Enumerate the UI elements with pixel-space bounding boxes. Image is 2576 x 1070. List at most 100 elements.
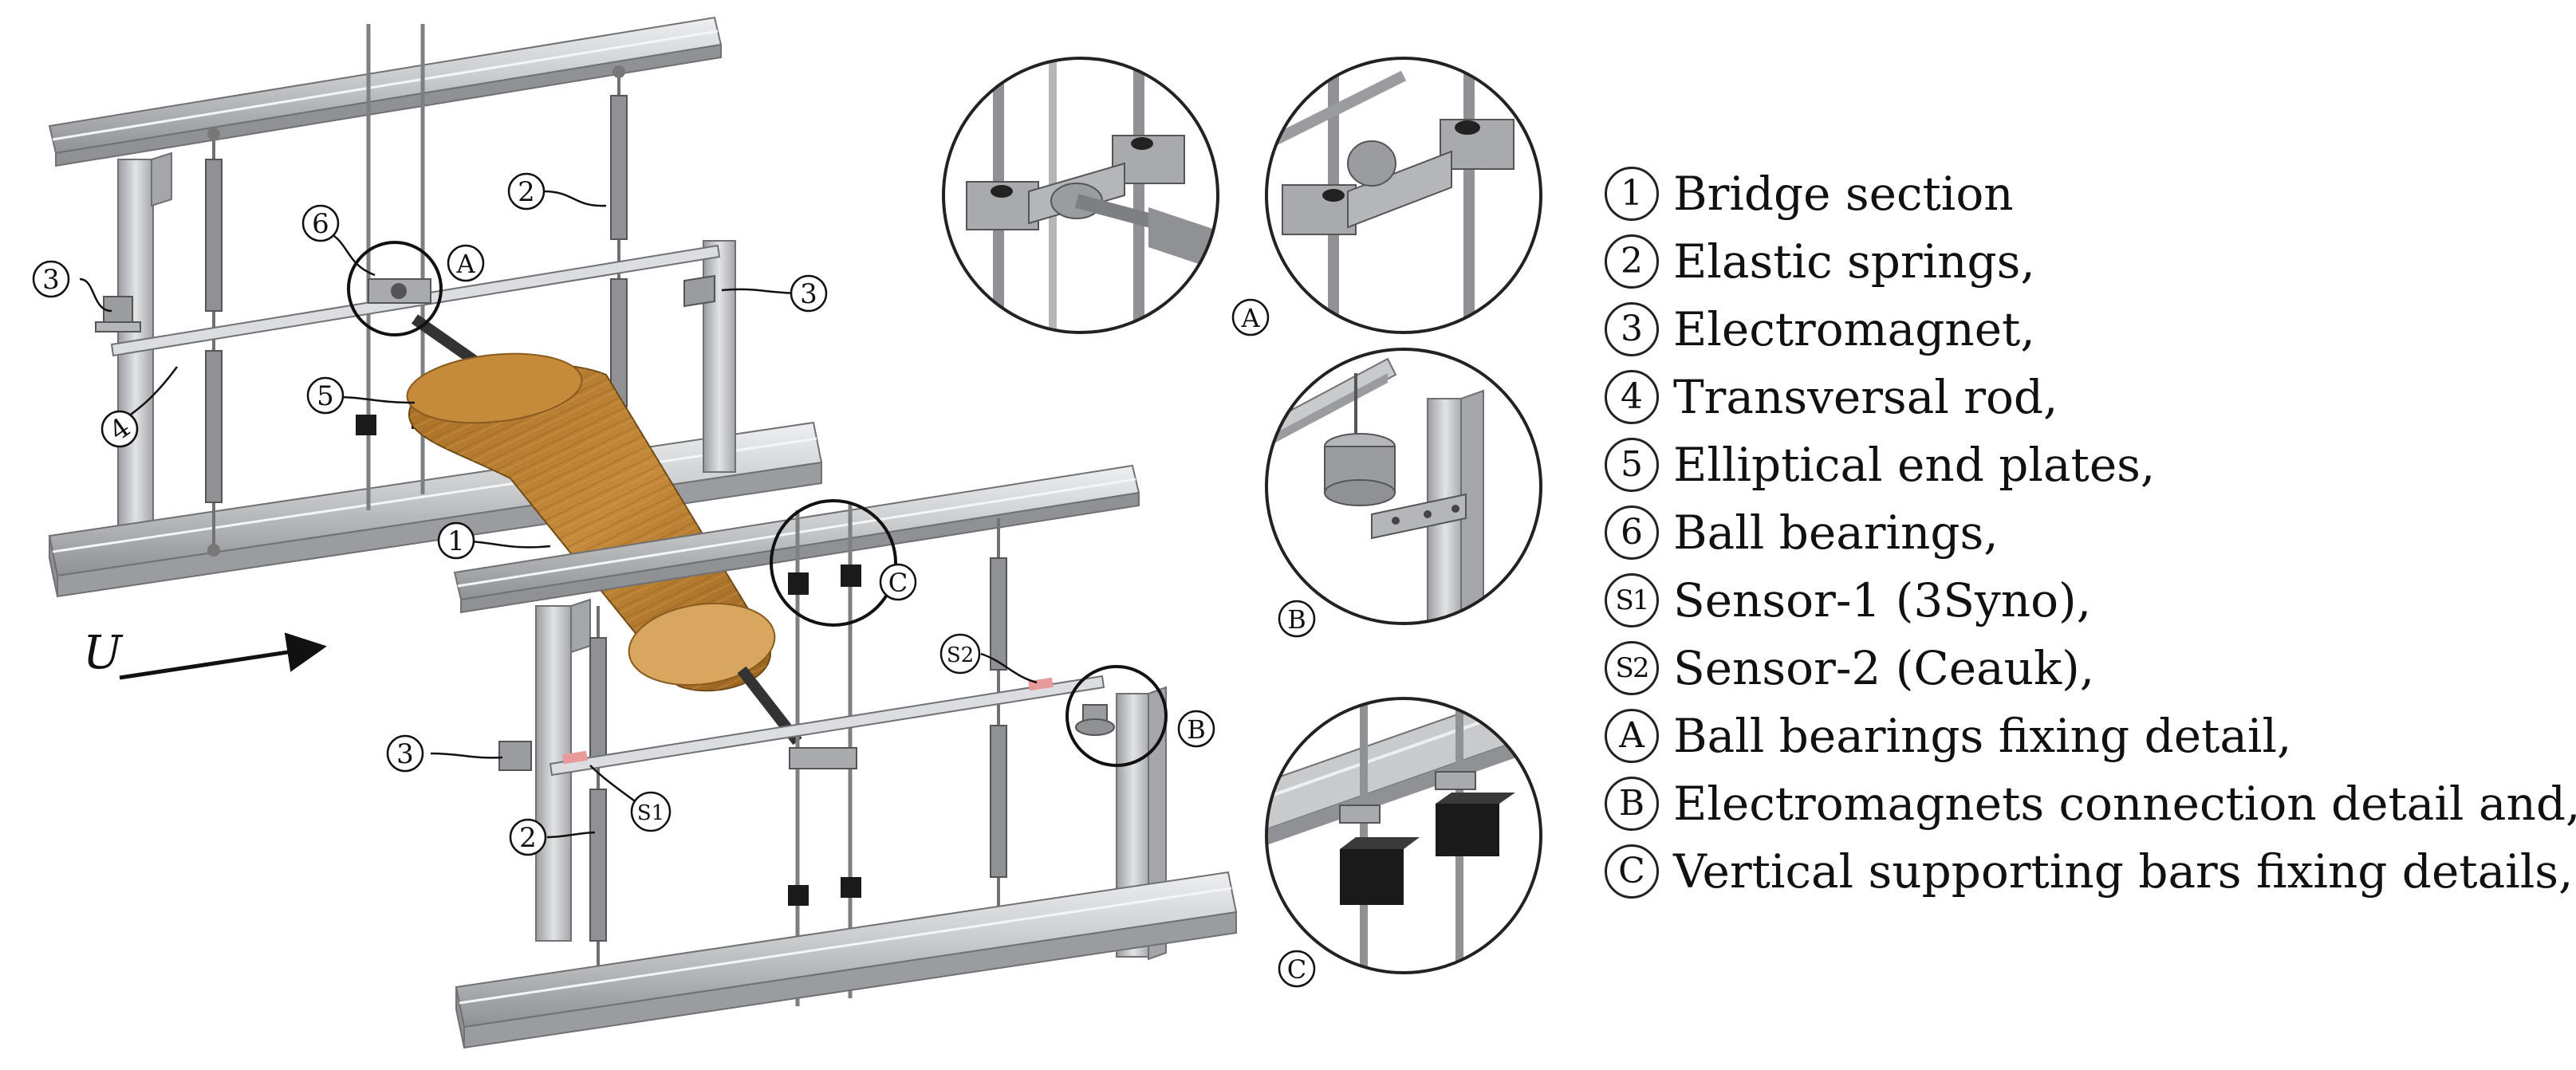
legend-item: 3 Electromagnet,	[1605, 295, 2562, 363]
detail-b-view	[1265, 348, 1542, 625]
callout-b: B	[1177, 710, 1215, 748]
callout-2-front-label: 2	[519, 822, 537, 854]
callout-3-rear-left: 3	[32, 260, 70, 298]
callout-c: C	[879, 563, 917, 601]
sensor-2-marker	[1028, 677, 1054, 691]
front-electromagnet-left	[498, 741, 532, 771]
front-counterweights-bottom	[788, 877, 861, 906]
callout-s2: S2	[939, 633, 981, 675]
callout-3-front: 3	[386, 734, 424, 773]
callout-6-label: 6	[312, 208, 329, 240]
legend-item: 4 Transversal rod,	[1605, 363, 2562, 431]
detail-a-highlight	[347, 241, 443, 336]
legend-item: 2 Elastic springs,	[1605, 227, 2562, 295]
callout-s1-label: S1	[637, 801, 664, 825]
detail-a-view-2	[1265, 57, 1542, 334]
rear-left-post	[117, 151, 172, 559]
ball-bearing-block-front	[789, 747, 857, 769]
flow-label: U	[83, 625, 124, 679]
legend-item: A Ball bearings fixing detail,	[1605, 702, 2562, 769]
detail-c-view	[1265, 697, 1542, 974]
detail-b-highlight	[1065, 665, 1168, 767]
detail-b-label-text: B	[1287, 604, 1306, 635]
legend-text: Elastic springs,	[1673, 234, 2035, 289]
legend-text: Ball bearings fixing detail,	[1673, 708, 2292, 763]
callout-a-label: A	[455, 249, 475, 279]
front-spring-left	[589, 606, 607, 1005]
legend-text: Electromagnets connection detail and,	[1673, 776, 2576, 831]
detail-c-label: C	[1278, 950, 1316, 988]
callout-3-front-label: 3	[396, 738, 414, 770]
legend-text: Ball bearings,	[1673, 505, 1999, 560]
legend-marker: 1	[1605, 166, 1659, 221]
legend-text: Bridge section	[1673, 166, 2014, 221]
legend-marker: 6	[1605, 505, 1659, 560]
front-transversal-rod	[549, 675, 1105, 777]
callout-3-rear-right: 3	[790, 274, 828, 313]
legend-marker: A	[1605, 708, 1659, 763]
legend-item: 1 Bridge section	[1605, 159, 2562, 227]
legend-text: Elliptical end plates,	[1673, 437, 2156, 492]
detail-b-label: B	[1278, 600, 1316, 638]
callout-3-rear-right-label: 3	[800, 278, 817, 310]
flow-direction: U	[83, 625, 327, 680]
detail-a-label-text: A	[1240, 303, 1260, 333]
detail-c-highlight	[770, 499, 897, 627]
sensor-1-marker	[562, 750, 588, 765]
legend-item: C Vertical supporting bars fixing detail…	[1605, 837, 2573, 905]
detail-c-label-text: C	[1287, 954, 1306, 985]
rear-spring-right	[610, 65, 628, 431]
elliptical-end-plate-rear	[406, 352, 583, 424]
callout-6: 6	[301, 204, 340, 242]
legend-text: Sensor-1 (3Syno),	[1673, 572, 2092, 627]
callout-1-label: 1	[447, 525, 465, 557]
legend-item: S2 Sensor-2 (Ceauk),	[1605, 634, 2562, 702]
legend-text: Transversal rod,	[1673, 369, 2058, 424]
elliptical-end-plate-front	[628, 602, 776, 686]
legend-marker: 4	[1605, 369, 1659, 424]
callout-1: 1	[437, 521, 475, 560]
legend: 1 Bridge section 2 Elastic springs, 3 El…	[1605, 159, 2576, 905]
legend-item: 5 Elliptical end plates,	[1605, 431, 2562, 498]
flow-arrow	[119, 632, 327, 680]
callout-s2-label: S2	[947, 643, 974, 667]
legend-text: Sensor-2 (Ceauk),	[1673, 640, 2095, 695]
callout-a: A	[447, 244, 485, 282]
callout-2-rear-label: 2	[518, 176, 535, 208]
legend-text: Electromagnet,	[1673, 301, 2035, 356]
callout-5: 5	[306, 376, 345, 415]
legend-marker: S1	[1605, 572, 1659, 627]
callout-5-label: 5	[317, 380, 334, 412]
callout-c-label: C	[888, 568, 908, 598]
rear-electromagnet-right	[683, 274, 715, 308]
rear-spring-left	[205, 128, 223, 557]
legend-item: S1 Sensor-1 (3Syno),	[1605, 566, 2562, 634]
front-counterweights-top	[788, 565, 861, 595]
callout-b-label: B	[1187, 714, 1206, 745]
rear-top-rail	[48, 16, 723, 167]
legend-marker: C	[1605, 844, 1659, 899]
legend-marker: 2	[1605, 234, 1659, 289]
main-assembly: U 6 A 2	[32, 16, 1238, 1049]
legend-marker: 3	[1605, 301, 1659, 356]
callout-2-rear: 2	[507, 172, 546, 210]
bridge-section	[406, 352, 776, 692]
detail-a-view-1	[942, 57, 1219, 334]
legend-marker: 5	[1605, 437, 1659, 492]
detail-a-label: A	[1231, 298, 1270, 336]
legend-text: Vertical supporting bars fixing details,	[1673, 844, 2574, 899]
front-spring-right	[990, 518, 1007, 957]
callout-3-rear-left-label: 3	[42, 264, 60, 296]
front-electromagnet-right	[1075, 704, 1115, 736]
rear-right-post	[703, 240, 736, 473]
legend-item: 6 Ball bearings,	[1605, 498, 2562, 566]
ball-bearing-block-rear	[368, 278, 431, 304]
legend-marker: B	[1605, 776, 1659, 831]
legend-item: B Electromagnets connection detail and,	[1605, 769, 2576, 837]
legend-marker: S2	[1605, 640, 1659, 695]
callout-4: 4	[100, 410, 139, 447]
callout-2-front: 2	[509, 818, 547, 856]
front-bottom-rail	[455, 871, 1238, 1049]
callout-s1: S1	[630, 791, 672, 832]
